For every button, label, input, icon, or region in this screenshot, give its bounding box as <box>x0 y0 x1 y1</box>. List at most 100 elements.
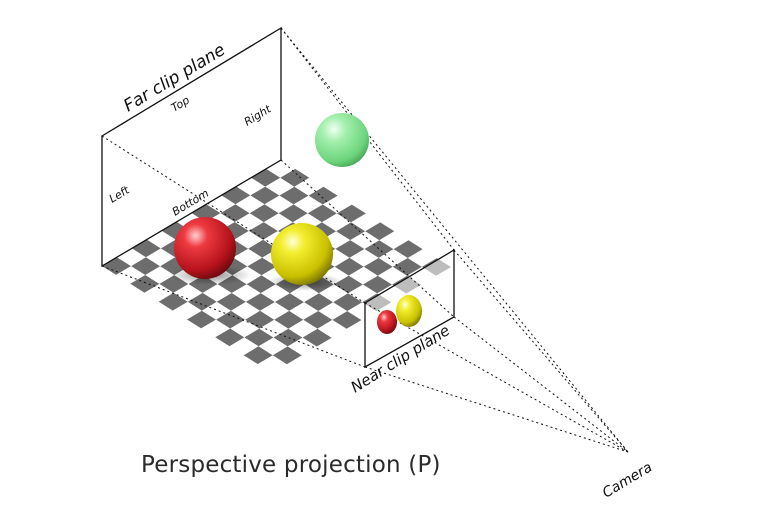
checker-tile <box>229 337 259 356</box>
checker-tile <box>130 275 160 293</box>
checker-tile <box>146 248 176 267</box>
projected-red-sphere <box>377 310 397 334</box>
checker-tile <box>334 257 364 276</box>
checker-tile <box>379 231 409 250</box>
checker-tile <box>294 177 324 196</box>
checker-tile <box>278 204 308 223</box>
checker-tile <box>172 301 202 320</box>
checker-tile <box>131 239 161 258</box>
checker-tile <box>318 302 348 320</box>
checker-tile <box>336 222 366 241</box>
checker-tile <box>289 302 319 320</box>
checker-tile <box>348 284 378 303</box>
checker-tile <box>322 195 352 214</box>
checker-tile <box>259 319 289 338</box>
checker-tile <box>319 284 349 303</box>
checker-tile <box>187 310 217 329</box>
checker-tile <box>274 310 304 329</box>
checker-tile <box>348 266 378 285</box>
checker-tile <box>333 293 363 312</box>
checker-tile <box>187 292 217 311</box>
checker-tile <box>236 177 266 196</box>
checker-tile <box>272 346 302 365</box>
checker-tile <box>173 284 203 302</box>
checker-tile <box>273 328 303 347</box>
checker-tile <box>280 168 310 187</box>
checker-tile <box>233 248 263 267</box>
checker-tile <box>234 230 264 249</box>
checker-tile <box>377 266 407 285</box>
top-label: Top <box>169 94 192 115</box>
checker-tile <box>293 195 323 214</box>
checker-tile <box>201 301 231 320</box>
checker-tile <box>231 301 261 320</box>
checker-tile <box>378 249 408 267</box>
checker-tile <box>116 248 146 267</box>
checker-tile <box>392 258 422 276</box>
checker-tile <box>279 186 309 205</box>
checker-tile <box>308 186 338 205</box>
checker-tile <box>287 337 317 356</box>
diagram-caption: Perspective projection (P) <box>141 452 441 478</box>
checker-tile <box>216 310 246 329</box>
checker-tile <box>243 346 273 365</box>
checker-tile <box>263 213 293 231</box>
green-sphere <box>315 113 369 167</box>
checker-tile <box>231 284 261 302</box>
checker-tile <box>393 240 423 258</box>
left-label: Left <box>107 183 132 205</box>
checker-tile <box>202 284 232 302</box>
checker-tile <box>221 186 251 205</box>
checker-tile <box>220 204 250 222</box>
checker-tile <box>264 195 294 214</box>
checker-tile <box>145 266 175 284</box>
checker-tile <box>215 328 245 347</box>
right-label: Right <box>242 102 274 128</box>
checker-tile <box>248 239 278 258</box>
checker-tile <box>275 293 305 311</box>
checker-tile <box>191 204 221 222</box>
checker-tile <box>102 257 132 275</box>
checker-tile <box>303 311 333 329</box>
checker-tile <box>131 257 161 275</box>
checker-tile <box>265 177 295 196</box>
checker-tile <box>288 319 318 338</box>
projected-yellow-sphere <box>396 295 422 327</box>
checker-tile <box>250 186 280 205</box>
checker-tile <box>307 204 337 223</box>
checker-tile <box>234 213 264 231</box>
checker-tile <box>144 283 174 302</box>
checker-tile <box>258 337 288 356</box>
checker-tile <box>335 240 365 258</box>
checker-tile <box>351 213 381 232</box>
checker-tile <box>206 195 236 214</box>
checker-tile <box>116 266 146 284</box>
checker-tile <box>333 275 363 294</box>
checker-tile <box>317 319 347 338</box>
checker-tile <box>146 230 176 249</box>
checker-tile <box>158 292 188 311</box>
checker-tile <box>251 168 281 187</box>
checker-tile <box>260 302 290 320</box>
checker-tile <box>235 195 265 214</box>
checker-tile <box>216 293 246 311</box>
checker-tile <box>363 257 393 276</box>
checker-tile <box>248 222 278 240</box>
checker-tile <box>302 328 332 347</box>
checker-tile <box>322 213 352 232</box>
checker-tile <box>364 240 394 258</box>
checker-tile <box>332 311 362 329</box>
camera-label: Camera <box>600 459 655 501</box>
checker-tile <box>245 293 275 311</box>
checker-tile <box>257 355 287 373</box>
checker-tile <box>363 275 393 294</box>
checker-tile <box>407 249 437 267</box>
red-sphere <box>174 217 236 279</box>
checker-tile <box>247 257 277 276</box>
checker-tile <box>349 249 379 267</box>
checker-tile <box>201 319 231 338</box>
checker-tile <box>304 293 334 311</box>
checker-tile <box>249 204 279 223</box>
checker-tile <box>244 328 274 347</box>
